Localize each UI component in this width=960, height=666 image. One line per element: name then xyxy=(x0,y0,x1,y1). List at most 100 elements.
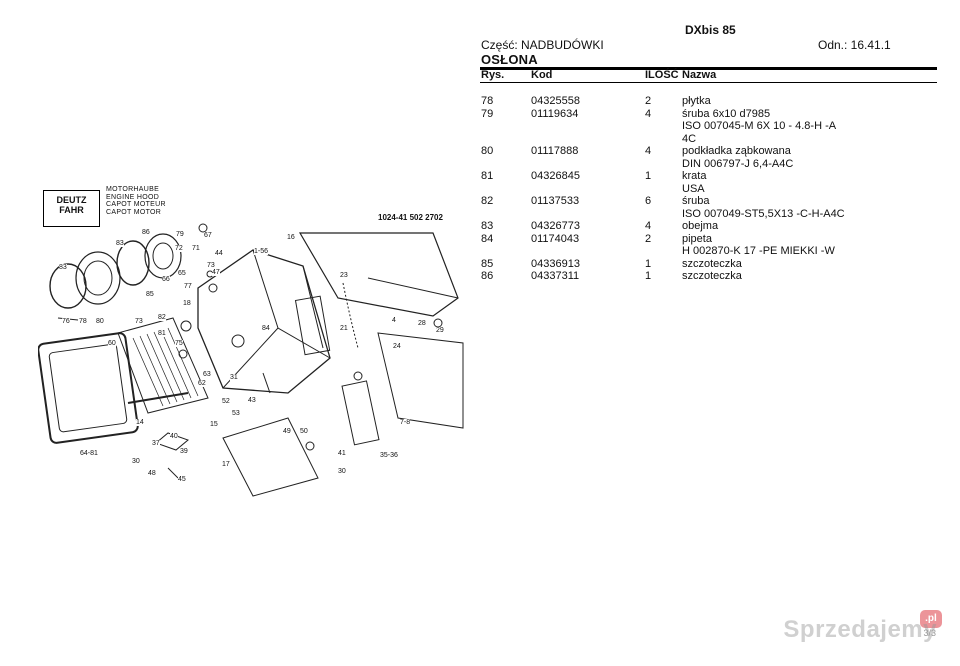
cell-ilosc: 4 xyxy=(645,220,652,232)
callout-number: 7-8 xyxy=(400,419,411,426)
callout-number: 4 xyxy=(392,317,396,324)
cell-rys: 82 xyxy=(481,195,494,207)
cell-kod: 01174043 xyxy=(531,232,580,245)
cell-nazwa: szczoteczka xyxy=(682,270,742,282)
logo-text-line1: DEUTZ xyxy=(56,195,87,205)
callout-number: 45 xyxy=(178,476,186,483)
cell-kod: 01119634 xyxy=(531,107,579,120)
callout-number: 71 xyxy=(192,245,200,252)
caption-en: ENGINE HOOD xyxy=(106,193,160,201)
cell-ilosc: 4 xyxy=(645,107,652,120)
cell-nazwa: krata xyxy=(682,170,707,182)
cell-kod: 04337311 xyxy=(531,270,580,282)
callout-number: 23 xyxy=(340,272,348,279)
cell-ilosc: 4 xyxy=(645,145,652,157)
caption-es: CAPOT MOTOR xyxy=(106,208,162,216)
watermark-badge: .pl xyxy=(920,610,942,628)
cell-ilosc: 2 xyxy=(645,232,652,245)
callout-number: 79 xyxy=(176,231,184,238)
cell-rys: 78 xyxy=(481,95,494,107)
cell-ilosc: 1 xyxy=(645,270,652,282)
cell-nazwa: 4C xyxy=(682,132,697,145)
callout-number: 78 xyxy=(79,318,87,325)
part-label: Część: NADBUDÓWKI xyxy=(481,38,604,52)
cell-ilosc: 2 xyxy=(645,95,652,107)
callout-number: 30 xyxy=(338,468,346,475)
table-row: 86 04337311 1 szczoteczka xyxy=(0,270,960,283)
cell-nazwa: śruba 6x10 d7985 xyxy=(682,107,771,120)
callout-number: 50 xyxy=(300,428,308,435)
callout-number: 24 xyxy=(393,343,401,350)
col-header-kod: Kod xyxy=(531,69,553,81)
cell-kod: 01117888 xyxy=(531,145,579,157)
callout-number: 39 xyxy=(180,448,188,455)
cell-rys: 86 xyxy=(481,270,494,282)
callout-number: 84 xyxy=(262,325,270,332)
reference-number: Odn.: 16.41.1 xyxy=(818,38,891,52)
cell-rys: 85 xyxy=(481,257,494,270)
hood-diagram-svg xyxy=(37,223,464,497)
cell-kod: 04336913 xyxy=(531,257,580,270)
callout-number: 60 xyxy=(108,340,116,347)
cell-rys: 79 xyxy=(481,107,494,120)
callout-number: 77 xyxy=(184,283,192,290)
callout-number: 17 xyxy=(222,461,230,468)
callout-number: 80 xyxy=(96,318,104,325)
callout-number: 30 xyxy=(132,458,140,465)
callout-number: 31 xyxy=(230,374,238,381)
callout-number: 37 xyxy=(152,440,160,447)
callout-number: 18 xyxy=(183,300,191,307)
callout-number: 14 xyxy=(136,419,144,426)
cell-ilosc: 1 xyxy=(645,257,652,270)
cell-kod: 04326773 xyxy=(531,220,580,232)
callout-number: 29 xyxy=(436,327,444,334)
callout-number: 47 xyxy=(212,269,220,276)
callout-number: 52 xyxy=(222,398,230,405)
cell-kod: 04326845 xyxy=(531,170,580,182)
cell-nazwa: H 002870-K 17 -PE MIEKKI -W xyxy=(682,245,835,257)
callout-number: 75 xyxy=(175,340,183,347)
col-header-nazwa: Nazwa xyxy=(682,69,717,81)
model-title: DXbis 85 xyxy=(685,23,736,37)
drawing-doc-number: 1024-41 502 2702 xyxy=(378,213,443,222)
cell-nazwa: ISO 007049-ST5,5X13 -C-H-A4C xyxy=(682,207,845,220)
caption-de: MOTORHAUBE xyxy=(106,186,160,193)
callout-number: 49 xyxy=(283,428,291,435)
callout-number: 81 xyxy=(158,330,166,337)
cell-kod: 01137533 xyxy=(531,195,580,207)
page-number: 3/3 xyxy=(923,628,936,638)
cell-nazwa: szczoteczka xyxy=(682,257,742,270)
callout-number: 85 xyxy=(146,291,154,298)
callout-number: 40 xyxy=(170,433,178,440)
caption-fr: CAPOT MOTEUR xyxy=(106,201,166,209)
callout-number: 67 xyxy=(204,232,212,239)
callout-number: 76 xyxy=(62,318,70,325)
cell-ilosc: 1 xyxy=(645,170,652,182)
callout-number: 72 xyxy=(175,245,183,252)
callout-number: 21 xyxy=(340,325,348,332)
callout-number: 41 xyxy=(338,450,346,457)
col-header-rys: Rys. xyxy=(481,69,505,81)
cell-rys: 84 xyxy=(481,232,494,245)
cell-nazwa: ISO 007045-M 6X 10 - 4.8-H -A xyxy=(682,120,837,132)
cell-nazwa: śruba xyxy=(682,195,710,207)
callout-number: 82 xyxy=(158,314,166,321)
callout-number: 64-81 xyxy=(80,450,98,457)
callout-number: 83 xyxy=(59,264,67,271)
cell-ilosc: 6 xyxy=(645,195,652,207)
callout-number: 16 xyxy=(287,234,295,241)
callout-number: 63 xyxy=(203,371,211,378)
section-title: OSŁONA xyxy=(481,52,538,67)
col-header-ilosc: ILOŚĆ xyxy=(645,69,679,81)
table-header-rule xyxy=(480,82,937,83)
callout-number: 73 xyxy=(207,262,215,269)
cell-nazwa: podkładka ząbkowana xyxy=(682,145,791,157)
cell-rys: 83 xyxy=(481,220,494,232)
callout-number: 66 xyxy=(162,276,170,283)
